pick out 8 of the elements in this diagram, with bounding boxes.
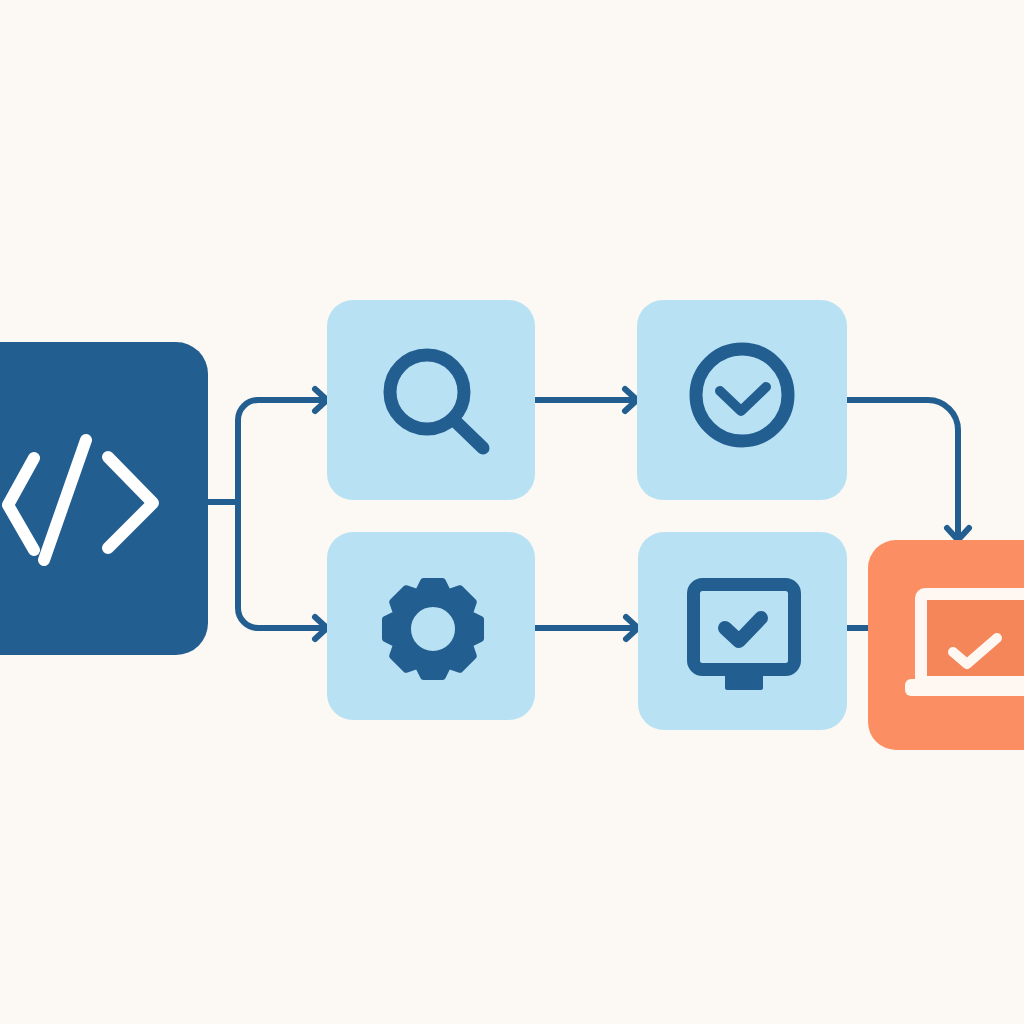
process-box [638,532,847,730]
connector-line [847,625,868,631]
end-box [868,540,1024,750]
process-box [637,300,847,500]
process-box [327,532,535,720]
arrow [847,397,972,543]
start-box [0,342,208,655]
process-box [327,300,535,500]
